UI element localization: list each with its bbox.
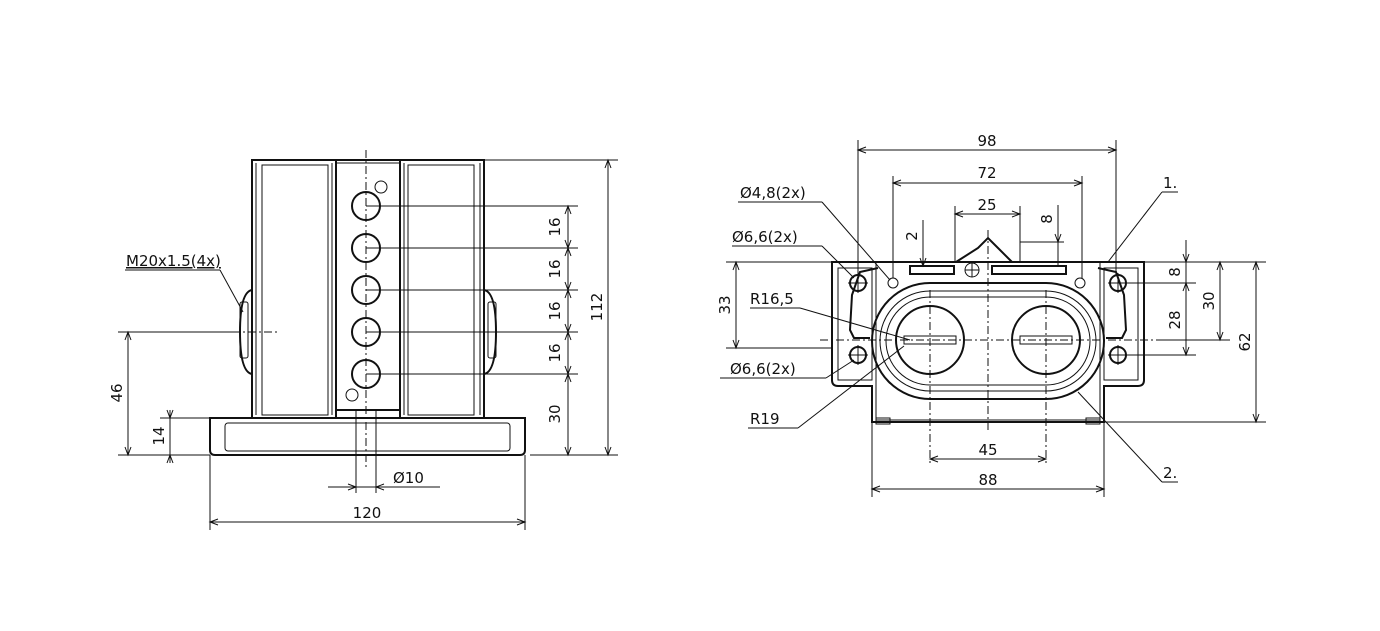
base-width-dim: 88 bbox=[870, 422, 1106, 497]
hole-spacing-v-label: 28 bbox=[1166, 310, 1184, 329]
pitch-dim-2: 16 bbox=[546, 259, 564, 278]
center-spacing-label: 45 bbox=[978, 441, 997, 459]
left-clip bbox=[848, 267, 879, 339]
pitch-dim-4: 16 bbox=[546, 343, 564, 362]
outer-width-label: 98 bbox=[977, 132, 996, 150]
center-column bbox=[335, 159, 401, 411]
top-rail-right bbox=[991, 265, 1067, 275]
inner-width-dim: 72 bbox=[891, 164, 1084, 278]
height-30-label: 30 bbox=[1200, 291, 1218, 310]
height-33-label: 33 bbox=[716, 295, 734, 314]
mounting-holes bbox=[848, 273, 1128, 365]
base-plate bbox=[209, 417, 526, 456]
base-height-dim: 14 bbox=[150, 426, 168, 445]
slot-width-dim: 25 bbox=[953, 196, 1022, 262]
radius-outer-label: R19 bbox=[750, 410, 780, 428]
left-callouts: Ø4,8(2x) Ø6,6(2x) R16,5 Ø6,6(2x) R19 bbox=[720, 184, 911, 429]
right-clip bbox=[1097, 267, 1128, 339]
left-height-dims: 46 14 bbox=[108, 330, 240, 464]
height-62-label: 62 bbox=[1236, 332, 1254, 351]
pitch-dim-3: 16 bbox=[546, 301, 564, 320]
slot-width-label: 25 bbox=[977, 196, 996, 214]
slot-depth-dim: 8 bbox=[1020, 205, 1064, 266]
left-wing-inner bbox=[261, 164, 329, 416]
item-callouts: 1. 2. bbox=[1077, 174, 1178, 483]
hole-dia-label: Ø10 bbox=[393, 469, 424, 487]
base-plate-inner bbox=[224, 422, 511, 452]
mount-hole-bottom-label: Ø6,6(2x) bbox=[730, 360, 796, 378]
pitch-dims: 16 16 16 16 30 bbox=[366, 204, 578, 457]
right-height-dims: 8 28 30 62 bbox=[1104, 240, 1266, 424]
side-view: 16 16 16 16 30 112 46 14 bbox=[108, 150, 618, 530]
thread-callout: M20x1.5(4x) bbox=[125, 252, 244, 313]
hole-dia-dim: Ø10 bbox=[328, 410, 440, 493]
center-height-dim: 46 bbox=[108, 383, 126, 402]
item2-label: 2. bbox=[1163, 464, 1177, 482]
top-latch bbox=[955, 236, 1013, 263]
inner-width-label: 72 bbox=[977, 164, 996, 182]
outer-width-dim: 98 bbox=[856, 132, 1118, 275]
top-rail-left bbox=[909, 265, 955, 275]
slot-depth-label: 8 bbox=[1038, 214, 1056, 224]
small-hole-label: Ø4,8(2x) bbox=[740, 184, 806, 202]
center-spacing-dim: 45 bbox=[928, 441, 1048, 463]
height-33-dim: 33 bbox=[716, 260, 832, 350]
left-wing bbox=[251, 159, 337, 419]
top-view: 98 72 25 8 2 bbox=[716, 132, 1266, 497]
height-dim: 112 bbox=[484, 158, 618, 457]
thread-label: M20x1.5(4x) bbox=[126, 252, 221, 270]
pitch-dim-1: 16 bbox=[546, 217, 564, 236]
mount-hole-top-label: Ø6,6(2x) bbox=[732, 228, 798, 246]
item1-label: 1. bbox=[1163, 174, 1177, 192]
height-total-dim: 112 bbox=[588, 293, 606, 322]
base-width-label: 88 bbox=[978, 471, 997, 489]
hole-offset-label: 8 bbox=[1166, 267, 1184, 277]
radius-inner-label: R16,5 bbox=[750, 290, 794, 308]
bottom-offset-dim: 30 bbox=[546, 404, 564, 423]
rail-gap-label: 2 bbox=[903, 231, 921, 241]
width-total-dim: 120 bbox=[353, 504, 382, 522]
rail-gap-dim: 2 bbox=[903, 220, 927, 268]
width-dim: 120 bbox=[208, 455, 527, 530]
right-wing bbox=[399, 159, 485, 419]
